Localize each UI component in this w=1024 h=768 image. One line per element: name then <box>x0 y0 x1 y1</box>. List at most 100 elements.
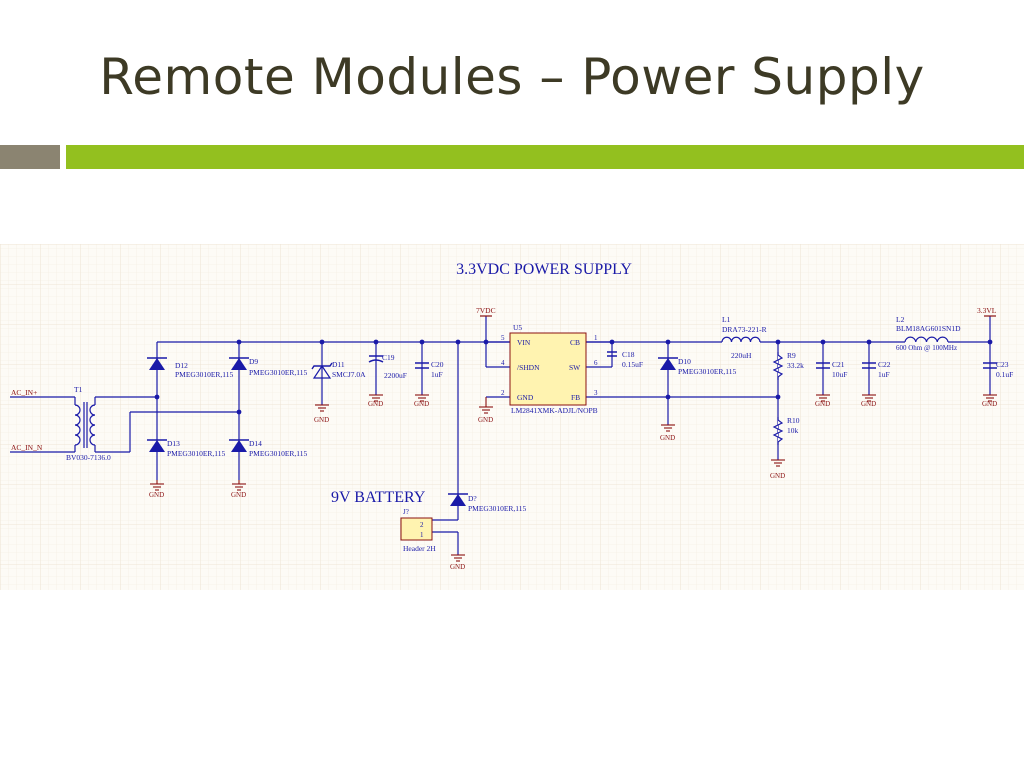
header-j-pin2: 2 <box>420 521 424 529</box>
diode-d9-ref: D9 <box>249 357 258 366</box>
ic-u5-part: LM2841XMK-ADJL/NOPB <box>511 406 598 415</box>
inductor-l1-value: 220uH <box>731 351 752 360</box>
ic-u5-pinnum-fb: 3 <box>594 389 598 397</box>
diode-d13: D13 PMEG3010ER,115 <box>147 439 226 458</box>
resistor-r10: R10 10k <box>772 416 800 445</box>
ic-u5-ref: U5 <box>513 323 522 332</box>
capacitor-c19-value: 2200uF <box>384 371 407 380</box>
gnd-symbol-c22 <box>862 394 876 402</box>
gnd-label-c20: GND <box>414 400 429 408</box>
gnd-label-d13: GND <box>149 491 164 499</box>
gnd-symbol-c23 <box>983 394 997 402</box>
diode-d13-ref: D13 <box>167 439 180 448</box>
header-j-ref: J? <box>403 508 409 516</box>
wires <box>10 316 991 555</box>
gnd-symbol-d13 <box>150 480 164 491</box>
gnd-label-c21: GND <box>815 400 830 408</box>
diode-d14-part: PMEG3010ER,115 <box>249 449 308 458</box>
gnd-symbol-d11 <box>315 404 329 412</box>
ic-u5-pin-fb: FB <box>571 393 580 402</box>
capacitor-c21-ref: C21 <box>832 360 845 369</box>
gnd-label-d11: GND <box>314 416 329 424</box>
capacitor-c21-value: 10uF <box>832 370 847 379</box>
accent-bar-gray <box>0 145 60 169</box>
net-ac-in-p: AC_IN+ <box>11 388 37 397</box>
diode-d10-ref: D10 <box>678 357 691 366</box>
gnd-label-c23: GND <box>982 400 997 408</box>
diode-d10: D10 PMEG3010ER,115 <box>658 357 737 376</box>
capacitor-c22-ref: C22 <box>878 360 891 369</box>
ic-u5-pinnum-cb: 1 <box>594 334 598 342</box>
ic-u5-pinnum-gnd: 2 <box>501 389 505 397</box>
tvs-diode-d11-part: SMCJ7.0A <box>332 370 366 379</box>
diode-d7-part: PMEG3010ER,115 <box>468 504 527 513</box>
inductor-l1-part: DRA73-221-R <box>722 325 767 334</box>
grid-background <box>0 244 1024 590</box>
header-j-part: Header 2H <box>403 544 436 553</box>
resistor-r9-value: 33.2k <box>787 361 804 370</box>
gnd-symbol-r10 <box>771 459 785 467</box>
capacitor-c19-ref: C19 <box>382 353 395 362</box>
gnd-label-u5: GND <box>478 416 493 424</box>
ic-u5-pinnum-shdn: 4 <box>501 359 505 367</box>
diode-d10-part: PMEG3010ER,115 <box>678 367 737 376</box>
power-port-7vdc: 7VDC <box>476 306 496 317</box>
resistor-r10-ref: R10 <box>787 416 800 425</box>
resistor-r9-ref: R9 <box>787 351 796 360</box>
power-port-3v3l: 3.3VL <box>977 306 997 317</box>
capacitor-c20-value: 1uF <box>431 370 443 379</box>
ic-u5-pin-gnd: GND <box>517 393 534 402</box>
gnd-symbol-c19 <box>369 394 383 402</box>
diode-d12-ref: D12 <box>175 361 188 370</box>
ic-u5-pin-cb: CB <box>570 338 580 347</box>
transformer-t1 <box>74 397 96 452</box>
gnd-label-header: GND <box>450 563 465 571</box>
slide-title: Remote Modules – Power Supply <box>99 48 925 106</box>
capacitor-c20: C20 1uF <box>415 360 444 379</box>
capacitor-c22-value: 1uF <box>878 370 890 379</box>
capacitor-c21: C21 10uF <box>816 360 847 379</box>
diode-d14-ref: D14 <box>249 439 262 448</box>
tvs-diode-d11: D11 SMCJ7.0A <box>311 360 366 379</box>
resistor-r9: R9 33.2k <box>772 351 804 380</box>
header-j: J? 2 1 Header 2H <box>400 508 436 553</box>
ic-u5-pinnum-sw: 6 <box>594 359 598 367</box>
transformer-t1-part: BV030-7136.0 <box>66 453 111 462</box>
capacitor-c18: C18 0.15uF <box>607 350 643 369</box>
schematic-title: 3.3VDC POWER SUPPLY <box>456 261 632 278</box>
ferrite-bead-l2-ref: L2 <box>896 315 905 324</box>
ic-u5: U5 LM2841XMK-ADJL/NOPB VIN CB /SHDN SW G… <box>501 323 598 415</box>
gnd-label-d10: GND <box>660 434 675 442</box>
diode-d9: D9 PMEG3010ER,115 <box>229 357 308 377</box>
ferrite-bead-l2-value: 600 Ohm @ 100MHz <box>896 344 957 352</box>
ic-u5-pin-vin: VIN <box>517 338 531 347</box>
capacitor-c18-ref: C18 <box>622 350 635 359</box>
gnd-label-c19: GND <box>368 400 383 408</box>
diode-d13-part: PMEG3010ER,115 <box>167 449 226 458</box>
ic-u5-pin-shdn: /SHDN <box>517 363 540 372</box>
transformer-t1-ref: T1 <box>74 385 83 394</box>
capacitor-c23-value: 0.1uF <box>996 370 1013 379</box>
gnd-label-c22: GND <box>861 400 876 408</box>
capacitor-c23-ref: C23 <box>996 360 1009 369</box>
tvs-diode-d11-ref: D11 <box>332 360 345 369</box>
net-7vdc: 7VDC <box>476 306 496 315</box>
gnd-symbol-u5 <box>479 397 493 414</box>
capacitor-c19: C19 2200uF <box>368 353 407 380</box>
battery-label: 9V BATTERY <box>331 489 426 506</box>
gnd-symbol-d10 <box>661 424 675 432</box>
accent-bar-green <box>66 145 1024 169</box>
diode-d7: D? PMEG3010ER,115 <box>448 493 527 513</box>
diode-d7-ref: D? <box>468 494 477 503</box>
ferrite-bead-l2-part: BLM18AG601SN1D <box>896 324 961 333</box>
header-j-pin1: 1 <box>420 531 424 539</box>
inductor-l1-ref: L1 <box>722 315 731 324</box>
diode-d9-part: PMEG3010ER,115 <box>249 368 308 377</box>
capacitor-c23: C23 0.1uF <box>983 360 1013 379</box>
net-ac-in-n: AC_IN_N <box>11 443 43 452</box>
gnd-symbol-c20 <box>415 394 429 402</box>
junction-dots <box>154 339 993 415</box>
gnd-symbol-c21 <box>816 394 830 402</box>
diode-d12: D12 PMEG3010ER,115 <box>147 357 234 379</box>
capacitor-c18-value: 0.15uF <box>622 360 643 369</box>
